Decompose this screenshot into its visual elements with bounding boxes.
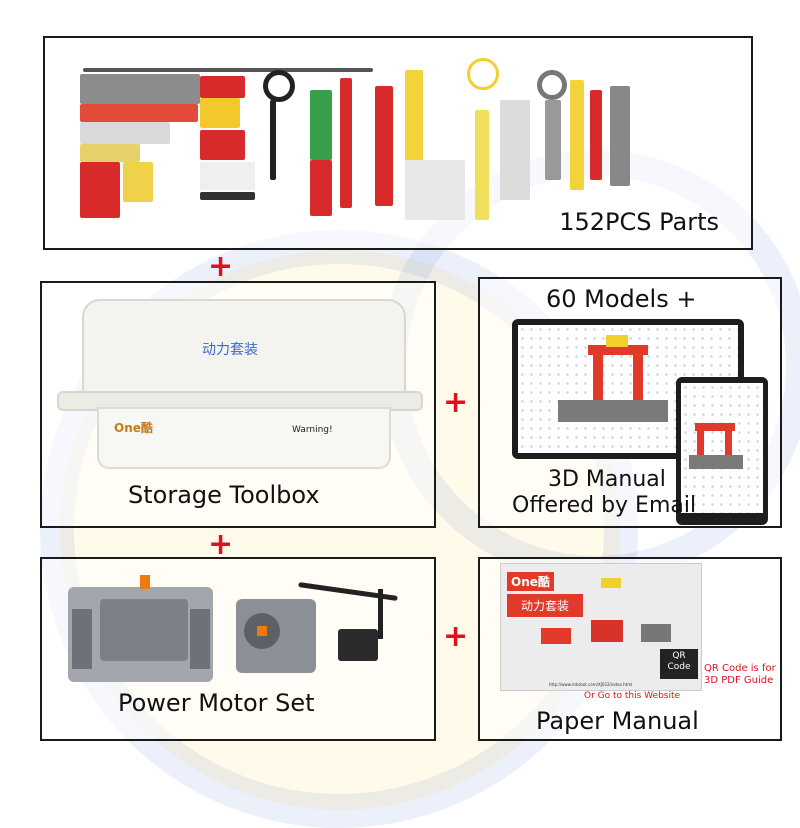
tablet-small bbox=[676, 377, 768, 525]
qr-note-line1: QR Code is for bbox=[704, 663, 776, 674]
plus-sign: + bbox=[443, 619, 469, 654]
toolbox-brand: One酷 bbox=[114, 421, 153, 435]
qr-note-line2: 3D PDF Guide bbox=[704, 675, 774, 686]
parts-label: 152PCS Parts bbox=[559, 208, 719, 236]
manual-panel: One酷 动力套装 http://www.mksbot.com/XJ022/in… bbox=[478, 557, 782, 741]
qr-code: QR Code bbox=[660, 649, 698, 679]
motor-panel: Power Motor Set bbox=[40, 557, 436, 741]
parts-panel: 152PCS Parts bbox=[43, 36, 753, 250]
plus-sign: + bbox=[208, 527, 234, 562]
toolbox-warning: Warning! bbox=[292, 425, 333, 435]
manual-brand: One酷 bbox=[507, 572, 554, 591]
toolbox-image: 动力套装 One酷 Warning! bbox=[52, 299, 424, 469]
website-note: Or Go to this Website bbox=[584, 691, 681, 701]
manual-title: 动力套装 bbox=[507, 594, 584, 617]
manual-url: http://www.mksbot.com/XJ022/index.html bbox=[549, 682, 633, 687]
toolbox-lid-text: 动力套装 bbox=[202, 342, 258, 358]
toolbox-panel: 动力套装 One酷 Warning! Storage Toolbox bbox=[40, 281, 436, 528]
models-title: 60 Models + bbox=[546, 285, 697, 313]
plus-sign: + bbox=[443, 385, 469, 420]
models-panel: 60 Models + 3D Manual Offered by Email bbox=[478, 277, 782, 528]
motor-image bbox=[58, 569, 418, 689]
tablet-large bbox=[512, 319, 744, 459]
models-subtitle-line1: 3D Manual bbox=[548, 467, 666, 492]
toolbox-label: Storage Toolbox bbox=[128, 481, 320, 509]
models-subtitle-line2: Offered by Email bbox=[512, 493, 697, 518]
motor-label: Power Motor Set bbox=[118, 689, 315, 717]
plus-sign: + bbox=[208, 249, 234, 284]
parts-image bbox=[75, 50, 635, 220]
manual-label: Paper Manual bbox=[536, 707, 699, 735]
qr-label: QR Code bbox=[667, 651, 691, 672]
